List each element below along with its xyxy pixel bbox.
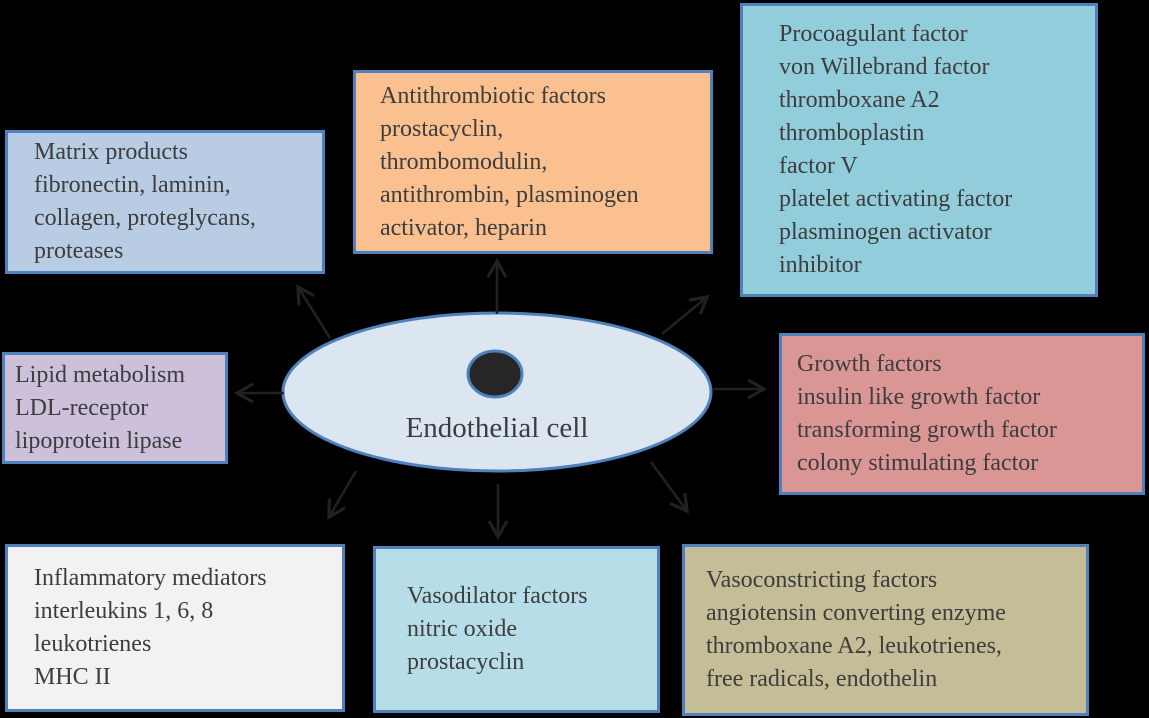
text-line: Vasodilator factors — [407, 583, 588, 609]
text-line: Matrix products — [34, 139, 188, 165]
text-line: lipoprotein lipase — [15, 427, 183, 454]
text-line: platelet activating factor — [779, 186, 1013, 212]
text-line: thromboxane A2, leukotrienes, — [706, 633, 1002, 659]
text-line: Procoagulant factor — [779, 21, 968, 47]
text-line: insulin like growth factor — [797, 384, 1041, 410]
text-line: prostacyclin — [407, 649, 525, 675]
text-line: free radicals, endothelin — [706, 666, 938, 692]
box-procoagulant-factors: Procoagulant factor von Willebrand factor… — [740, 3, 1098, 297]
text-line: activator, heparin — [380, 214, 547, 241]
text-line: colony stimulating factor — [797, 450, 1039, 476]
text-line: Antithrombiotic factors — [380, 82, 606, 109]
text-line: antithrombin, plasminogen — [380, 181, 639, 208]
arrow-to-inflammatory-mediators — [327, 470, 358, 520]
box-vasodilator-factors: Vasodilator factors nitric oxide prostacyc… — [373, 546, 660, 713]
text-line: collagen, proteglycans, — [34, 205, 256, 231]
text-line: Inflammatory mediators — [34, 565, 267, 591]
text-line: nitric oxide — [407, 616, 517, 642]
text-line: Growth factors — [797, 351, 942, 377]
endothelial-cell-label: Endothelial cell — [405, 412, 589, 444]
text-line: fibronectin, laminin, — [34, 172, 231, 198]
text-line: interleukins 1, 6, 8 — [34, 598, 214, 624]
text-line: thromboplastin — [779, 120, 925, 146]
text-line: thrombomodulin, — [380, 148, 548, 175]
box-vasoconstricting-factors: Vasoconstricting factors angiotensin conv… — [682, 544, 1089, 716]
text-line: plasminogen activator — [779, 219, 992, 245]
arrow-to-procoagulant-factors — [661, 294, 710, 336]
text-line: prostacyclin, — [380, 115, 504, 142]
text-line: thromboxane A2 — [779, 87, 940, 113]
text-line: angiotensin converting enzyme — [706, 600, 1006, 626]
arrow-to-vasoconstricting-factors — [649, 461, 689, 514]
box-growth-factors: Growth factors insulin like growth factor… — [779, 333, 1145, 495]
text-line: LDL-receptor — [15, 394, 149, 421]
text-line: leukotrienes — [34, 631, 152, 657]
text-line: transforming growth factor — [797, 417, 1057, 443]
box-matrix-products: Matrix products fibronectin, laminin, coll… — [5, 130, 325, 274]
text-line: von Willebrand factor — [779, 54, 990, 80]
text-line: Lipid metabolism — [15, 361, 185, 388]
text-line: inhibitor — [779, 252, 862, 278]
box-inflammatory-mediators: Inflammatory mediators interleukins 1, 6,… — [5, 544, 345, 712]
nucleus-circle — [466, 349, 524, 399]
box-antithrombiotic-factors: Antithrombiotic factors prostacyclin, thro… — [353, 70, 713, 254]
text-line: MHC II — [34, 664, 111, 690]
text-line: factor V — [779, 153, 858, 179]
arrow-to-matrix-products — [296, 284, 332, 339]
text-line: proteases — [34, 238, 124, 264]
text-line: Vasoconstricting factors — [706, 567, 938, 593]
